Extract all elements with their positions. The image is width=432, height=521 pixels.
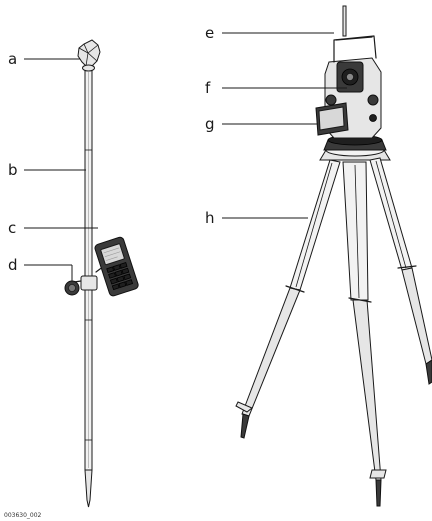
tripod-leg-right [369,157,432,385]
figure-id: 003630_002 [4,512,42,519]
callout-label-b: b [8,161,18,179]
pole-tip [84,469,93,508]
holder-clamp [64,265,105,296]
callout-label-c: c [8,219,16,237]
pole-shaft [84,69,93,471]
prism [77,39,101,72]
callout-label-e: e [205,24,214,42]
callout-label-h: h [205,209,215,227]
callout-labels: a b c d e f g h [8,24,215,274]
callout-label-d: d [8,256,18,274]
tripod [235,143,432,507]
callout-label-g: g [205,115,215,133]
field-controller [94,236,139,297]
callout-leaders [24,32,347,281]
tripod-leg-left [235,159,341,439]
callout-label-a: a [8,50,17,68]
instrument-assembly [235,5,432,507]
pole-assembly [64,39,139,508]
tripod-leg-front [342,161,387,507]
callout-label-f: f [205,79,211,97]
instrument-display [315,102,349,136]
